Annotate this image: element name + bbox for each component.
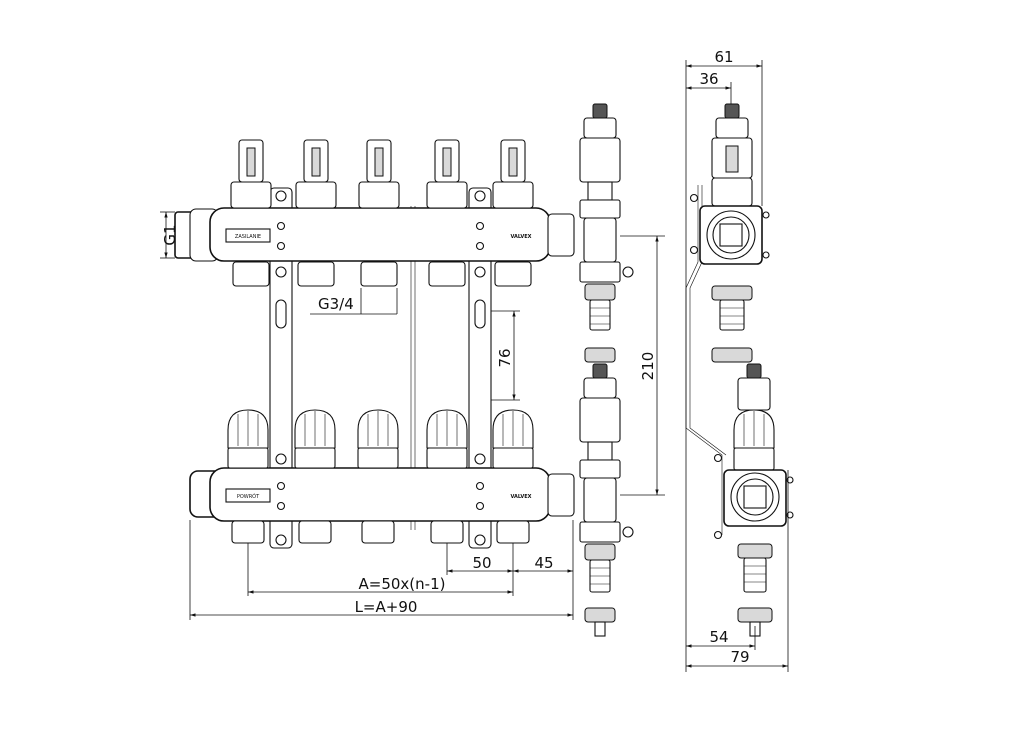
dim-54: 54	[709, 628, 728, 646]
dim-61: 61	[714, 48, 733, 66]
brand-logo-bottom: VALVEX	[510, 494, 531, 500]
side-assembly-top	[699, 103, 770, 363]
flow-meters	[230, 139, 534, 287]
supply-label: ZASILANIE	[235, 234, 261, 240]
end-assembly-top	[579, 103, 634, 363]
end-assembly-bottom	[579, 363, 634, 637]
valve-knobs	[227, 409, 534, 544]
brand-logo-top: VALVEX	[510, 234, 531, 240]
side-assembly-bottom	[723, 363, 794, 637]
side-view	[685, 103, 794, 637]
return-label: POWRÓT	[237, 493, 260, 500]
side-dimensions: 61 36 54 79	[685, 48, 789, 672]
dim-210: 210	[639, 352, 657, 381]
dim-76: 76	[496, 348, 514, 367]
bracket-right	[468, 187, 492, 549]
dim-g1: G1	[161, 224, 179, 245]
dim-45: 45	[534, 554, 553, 572]
dim-36: 36	[699, 70, 718, 88]
front-dimensions: G1 G3/4 76 210 50 45 A=50x(n-1) L=	[160, 211, 665, 620]
bracket-left	[269, 187, 293, 549]
dim-formula-a: A=50x(n-1)	[359, 575, 446, 593]
dim-79: 79	[730, 648, 749, 666]
dim-formula-l: L=A+90	[355, 598, 418, 616]
dim-g34: G3/4	[318, 295, 354, 313]
front-view: ZASILANIE VALVEX	[174, 103, 634, 637]
dim-50: 50	[472, 554, 491, 572]
supply-manifold-bar: ZASILANIE VALVEX	[174, 207, 575, 262]
return-manifold-bar: POWRÓT VALVEX	[189, 467, 575, 522]
